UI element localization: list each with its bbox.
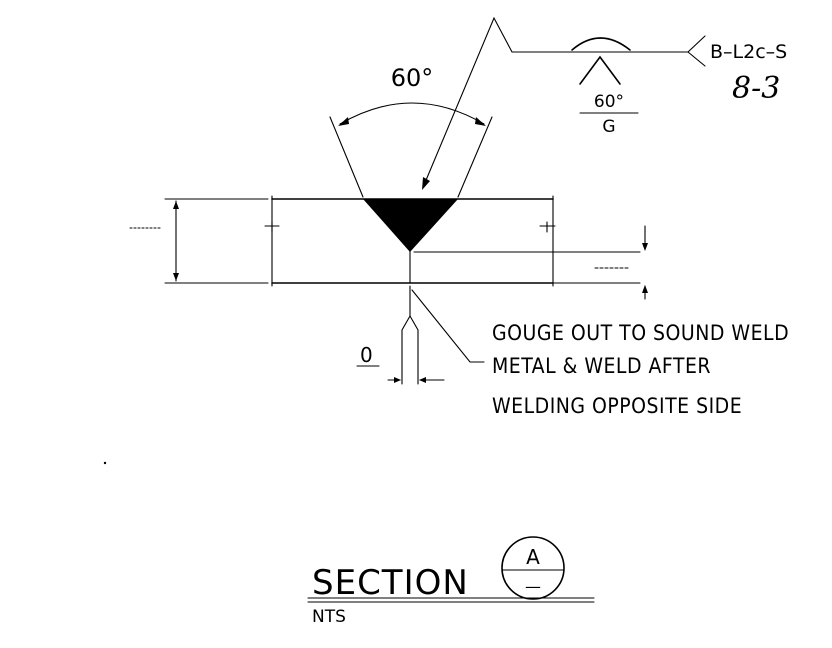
groove-angle-dimension (329, 102, 493, 198)
speck (103, 461, 107, 465)
weld-symbol (422, 16, 706, 190)
note-line-2: METAL & WELD AFTER (492, 354, 711, 378)
section-mark-sheet: — (525, 577, 541, 596)
section-label: SECTION (312, 563, 469, 603)
section-scale: NTS (312, 607, 346, 627)
symbol-finish-letter: G (602, 117, 615, 137)
groove-angle-label: 60° (391, 64, 434, 92)
plate-thickness-dimension (129, 198, 280, 284)
root-opening-label: 0 (360, 343, 373, 367)
section-mark-letter: A (526, 545, 540, 569)
sheet-reference: 8-3 (732, 71, 780, 106)
weld-bead (363, 199, 458, 252)
root-opening-dimension (356, 285, 445, 385)
note-line-1: GOUGE OUT TO SOUND WELD (492, 321, 789, 345)
note-leader (411, 289, 485, 363)
root-face-dimension (413, 221, 648, 300)
note-line-3: WELDING OPPOSITE SIDE (492, 394, 742, 418)
section-title (307, 536, 595, 603)
symbol-groove-angle: 60° (594, 92, 624, 112)
tail-reference: B–L2c–S (710, 41, 787, 63)
